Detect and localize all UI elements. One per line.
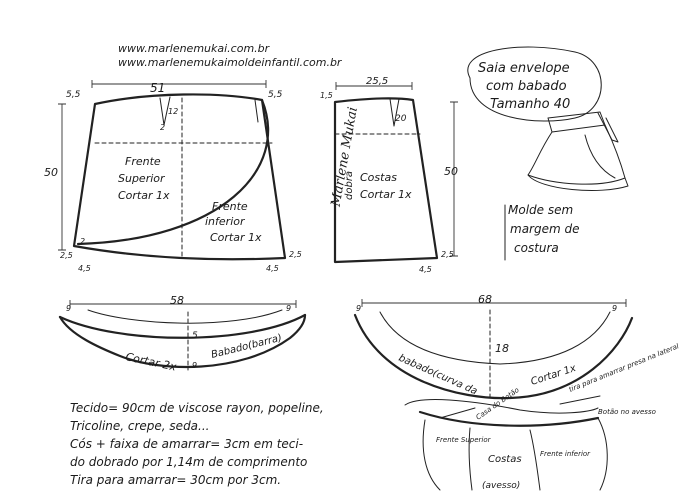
skirt-sketch-icon [527,111,629,191]
front-upper-type: Superior [118,172,166,185]
front-curve-offset: 2 [80,237,85,246]
assembly-botao: Botão no avesso [598,408,656,416]
note-line-3: costura [514,241,559,255]
front-height: 50 [44,166,58,179]
materials-line-2: Tricoline, crepe, seda... [70,419,209,433]
assembly-costas: Costas [488,454,522,465]
ruffle-2-side-right: 9 [612,304,617,313]
back-name: Costas [360,171,397,184]
back-height: 50 [444,165,458,178]
back-cut: Cortar 1x [360,188,412,201]
materials-line-5: Tira para amarrar= 30cm por 3cm. [70,473,281,487]
front-width: 51 [150,81,165,95]
title-bubble [467,46,602,122]
back-fold-label: dobra [344,171,355,200]
back-width: 25,5 [366,76,388,87]
assembly-tira: tira para amarrar presa na lateral [568,342,680,394]
materials-line-3: Cós + faixa de amarrar= 3cm em teci- [70,437,303,451]
title-line-1: Saia envelope [478,61,570,76]
front-lower-cut: Cortar 1x [210,231,262,244]
ruffle-1-width: 58 [170,294,184,307]
front-dart-width: 2 [160,123,165,132]
front-upper-name: Frente [125,155,161,168]
back-hem-right: 4,5 [419,265,432,274]
ruffle-2-side-left: 9 [356,304,361,313]
note-line-1: Molde sem [508,203,573,217]
title-line-3: Tamanho 40 [490,97,570,112]
materials-line-1: Tecido= 90cm de viscose rayon, popeline, [70,401,324,415]
ruffle-2-height: 18 [495,342,509,355]
front-lower-name: Frente [212,200,248,213]
website-url: www.marlenemukai.com.br [118,42,271,55]
assembly-frente-superior: Frente Superior [436,436,492,444]
back-dart-depth: 20 [395,114,407,124]
back-piece [333,97,439,264]
front-dart-depth: 12 [168,107,178,116]
website-url-kids: www.marlenemukaimoldeinfantil.com.br [118,56,343,69]
ruffle-1-side-right: 9 [286,304,291,313]
back-bottom-right: 2,5 [441,250,454,259]
front-top-left: 5,5 [66,90,81,100]
front-piece [72,93,287,261]
ruffle-1-side-left: 9 [66,304,71,313]
ruffle-1-cut: Cortar 2x [124,350,178,374]
ruffle-1-band: 9 [192,361,197,370]
front-bottom-left: 2,5 [60,251,73,260]
front-top-right: 5,5 [268,90,283,100]
front-bottom-right: 2,5 [289,250,302,259]
back-top-left: 1,5 [320,91,333,100]
title-line-2: com babado [486,79,567,94]
ruffle-2-width: 68 [478,293,492,306]
materials-line-4: do dobrado por 1,14m de comprimento [70,455,307,469]
assembly-frente-inferior: Frente inferior [540,450,591,458]
front-upper-cut: Cortar 1x [118,189,170,202]
assembly-avesso: (avesso) [482,481,520,491]
front-hem-left: 4,5 [78,264,91,273]
ruffle-curve-piece [353,309,634,400]
assembly-sketch [404,395,608,491]
front-lower-type: inferior [205,215,246,228]
ruffle-hem-piece [58,309,307,371]
ruffle-1-height: 5 [192,331,198,341]
front-hem-right: 4,5 [266,264,279,273]
note-line-2: margem de [510,222,579,236]
